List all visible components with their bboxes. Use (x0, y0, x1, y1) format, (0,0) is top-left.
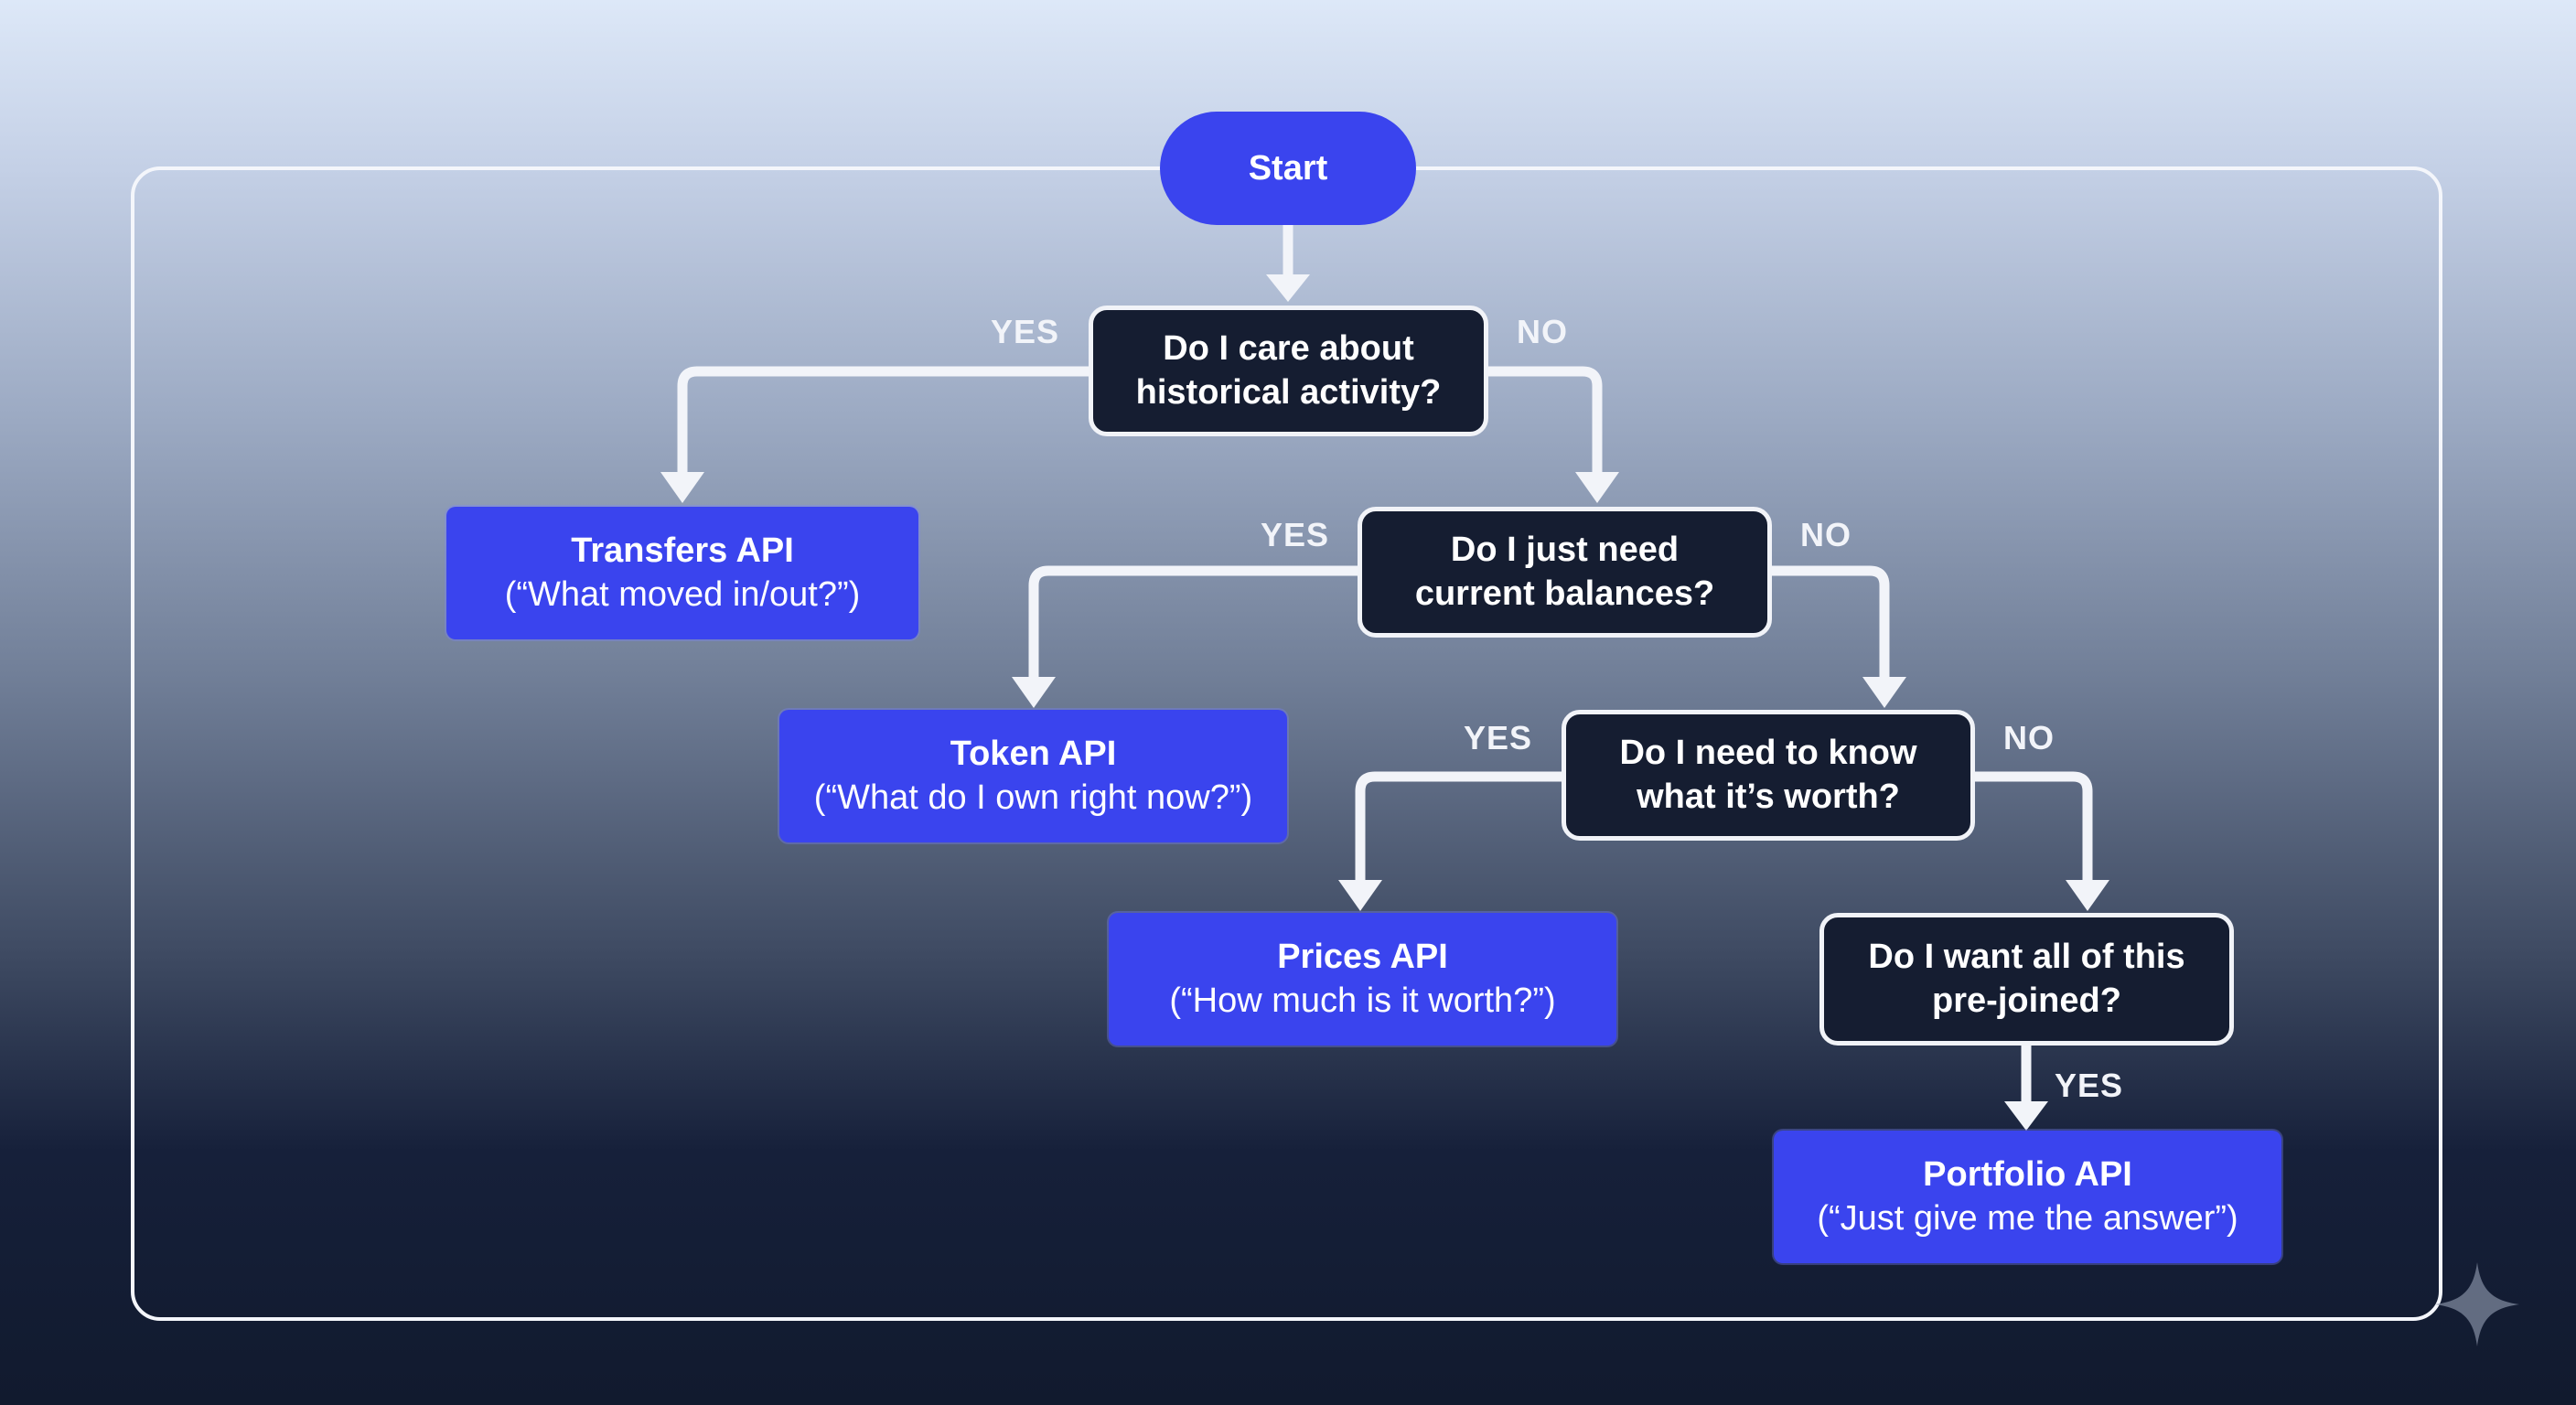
decision-historical-line2: historical activity? (1135, 372, 1442, 412)
edge-label-prejoined-yes: YES (2055, 1067, 2124, 1104)
edge-balances-no (1766, 565, 1890, 687)
api-token-title: Token API (950, 735, 1117, 773)
arrowhead (2004, 1101, 2048, 1131)
api-prices-subtitle: (“How much is it worth?”) (1169, 981, 1556, 1020)
api-prices: Prices API (“How much is it worth?”) (1109, 913, 1616, 1046)
edge-worth-yes (1355, 771, 1567, 890)
arrowhead (1575, 472, 1619, 503)
api-transfers-title: Transfers API (571, 531, 794, 570)
api-portfolio-subtitle: (“Just give me the answer”) (1817, 1198, 2238, 1238)
decision-historical: Do I care about historical activity? (1089, 306, 1488, 436)
arrowhead (1338, 880, 1382, 911)
api-portfolio: Portfolio API (“Just give me the answer”… (1774, 1131, 2281, 1263)
decision-prejoined-line2: pre-joined? (1932, 981, 2121, 1020)
api-transfers: Transfers API (“What moved in/out?”) (446, 507, 918, 639)
edge-label-balances-no: NO (1800, 516, 1852, 553)
decision-balances-line2: current balances? (1414, 574, 1715, 613)
decision-historical-line1: Do I care about (1163, 329, 1414, 369)
edge-historical-yes (677, 366, 1094, 483)
edge-label-worth-no: NO (2003, 719, 2055, 756)
api-prices-title: Prices API (1277, 938, 1448, 976)
arrowhead (1266, 274, 1310, 302)
edge-worth-no (1970, 771, 2093, 890)
arrowhead (1012, 677, 1056, 708)
api-transfers-subtitle: (“What moved in/out?”) (504, 574, 861, 614)
decision-balances-line1: Do I just need (1450, 531, 1680, 570)
edge-label-historical-no: NO (1517, 313, 1568, 350)
arrowhead (660, 472, 704, 503)
decision-prejoined-line1: Do I want all of this (1868, 938, 2185, 977)
edge-label-balances-yes: YES (1261, 516, 1330, 553)
decision-worth: Do I need to know what it’s worth? (1562, 710, 1975, 841)
start-label: Start (1248, 148, 1328, 188)
decision-worth-line1: Do I need to know (1619, 734, 1917, 773)
decision-prejoined: Do I want all of this pre-joined? (1819, 913, 2234, 1046)
edge-label-worth-yes: YES (1464, 719, 1533, 756)
arrowhead (1862, 677, 1906, 708)
edge-historical-no (1483, 366, 1603, 483)
decision-worth-line2: what it’s worth? (1637, 777, 1900, 816)
start-node: Start (1160, 112, 1416, 225)
edge-label-historical-yes: YES (991, 313, 1060, 350)
edge-balances-yes (1028, 565, 1363, 687)
sparkle-icon (2435, 1262, 2519, 1346)
api-token-subtitle: (“What do I own right now?”) (813, 778, 1253, 817)
api-portfolio-title: Portfolio API (1923, 1155, 2132, 1194)
decision-balances: Do I just need current balances? (1358, 507, 1772, 638)
arrowhead (2066, 880, 2109, 911)
api-token: Token API (“What do I own right now?”) (779, 710, 1287, 842)
